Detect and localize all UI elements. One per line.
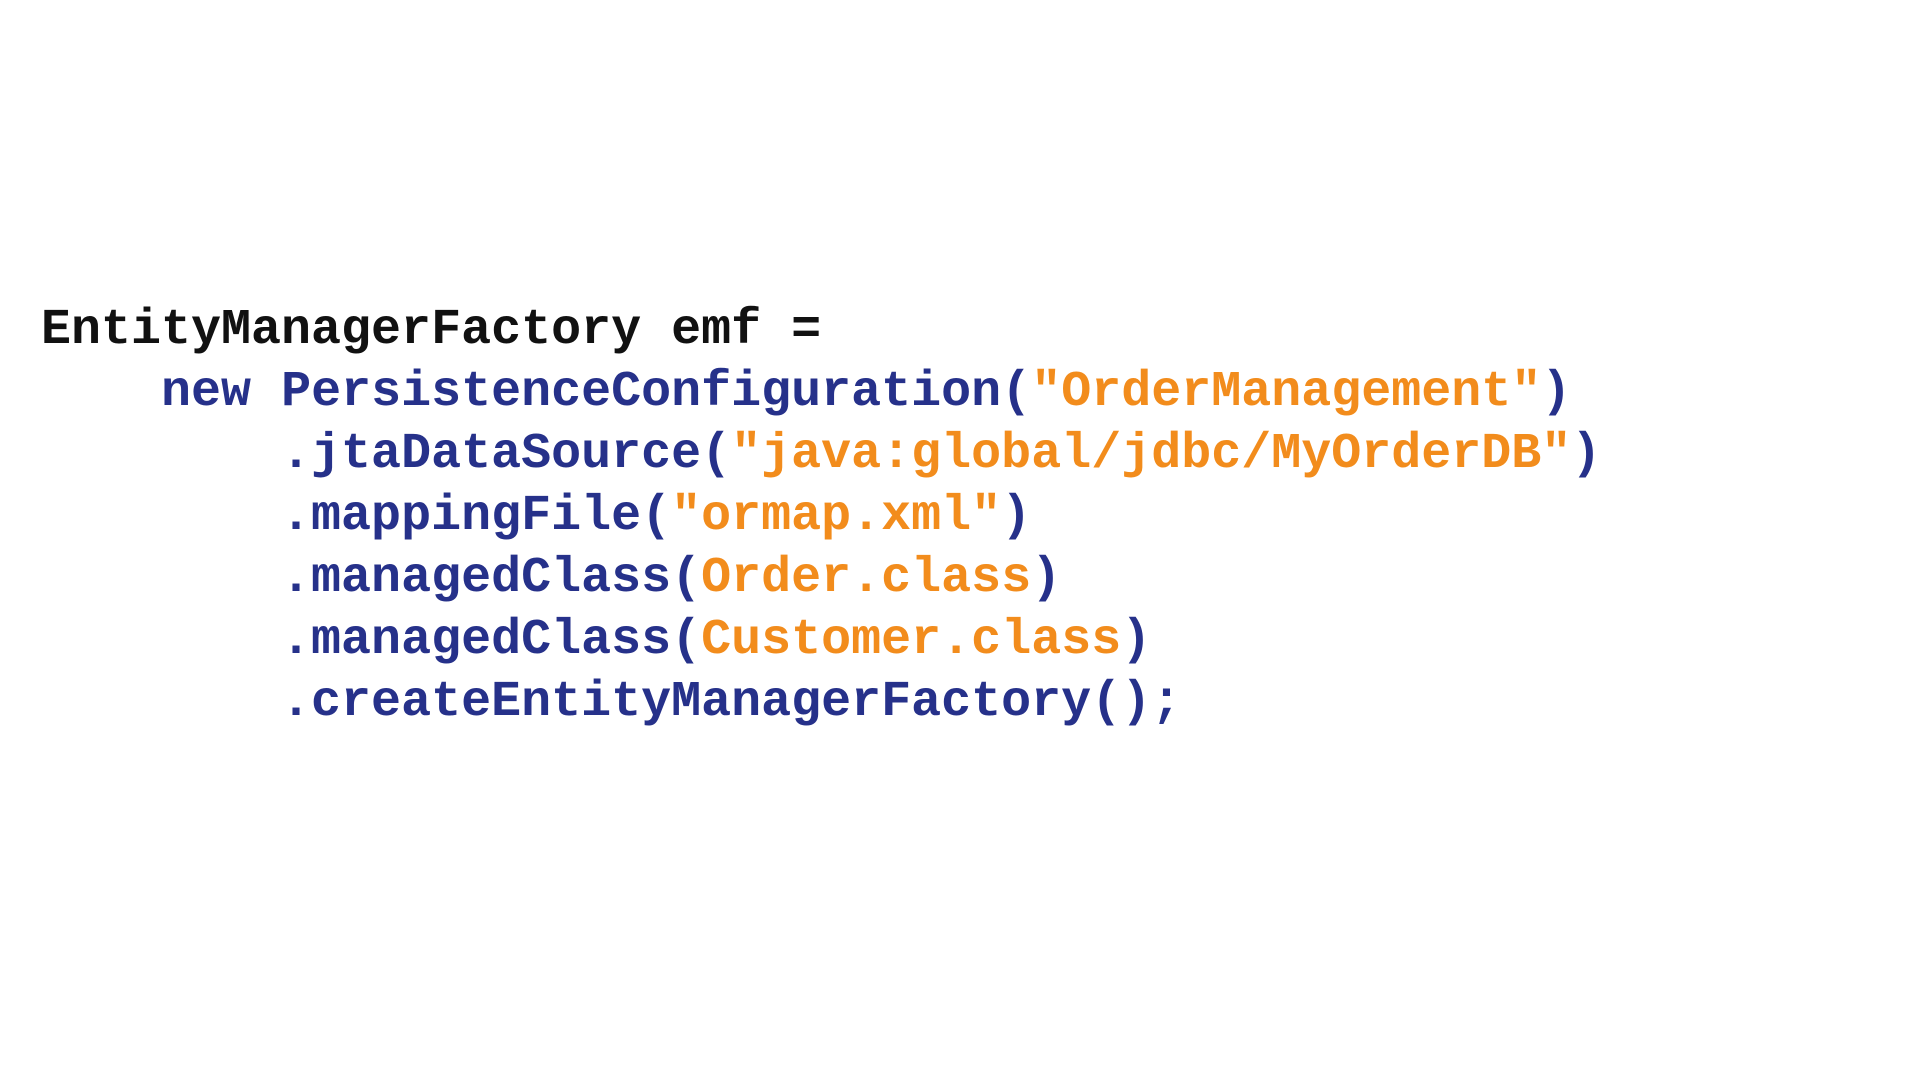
close-paren: ) [1121,612,1152,669]
indent [41,488,281,545]
class-argument: Customer.class [701,612,1122,669]
code-line-create-factory: .createEntityManagerFactory(); [41,672,1601,734]
class-argument: Order.class [701,550,1032,607]
open-paren: ( [671,550,702,607]
close-paren: ) [1571,426,1602,483]
close-paren: ) [1031,550,1062,607]
string-argument: "java:global/jdbc/MyOrderDB" [731,426,1572,483]
indent [41,364,161,421]
string-argument: "OrderManagement" [1031,364,1542,421]
open-paren: ( [671,612,702,669]
indent [41,612,281,669]
method-name: .mappingFile [281,488,642,545]
indent [41,674,281,731]
code-line-declaration: EntityManagerFactory emf = [41,300,1601,362]
method-name: .jtaDataSource [281,426,702,483]
method-name: .managedClass [281,612,672,669]
string-argument: "ormap.xml" [671,488,1002,545]
code-line-managed-class-customer: .managedClass(Customer.class) [41,610,1601,672]
method-name: .managedClass [281,550,672,607]
class-name: PersistenceConfiguration [281,364,1002,421]
code-line-constructor: new PersistenceConfiguration("OrderManag… [41,362,1601,424]
declaration-text: EntityManagerFactory emf = [41,302,822,359]
open-paren: ( [701,426,732,483]
open-paren: ( [1001,364,1032,421]
code-line-jta-data-source: .jtaDataSource("java:global/jdbc/MyOrder… [41,424,1601,486]
code-line-mapping-file: .mappingFile("ormap.xml") [41,486,1601,548]
open-paren: ( [641,488,672,545]
indent [41,426,281,483]
indent [41,550,281,607]
close-paren: ) [1541,364,1572,421]
new-keyword: new [161,364,282,421]
code-block: EntityManagerFactory emf = new Persisten… [41,300,1601,734]
close-paren: ) [1001,488,1032,545]
method-name: .createEntityManagerFactory [281,674,1092,731]
call-terminator: (); [1091,674,1182,731]
code-line-managed-class-order: .managedClass(Order.class) [41,548,1601,610]
